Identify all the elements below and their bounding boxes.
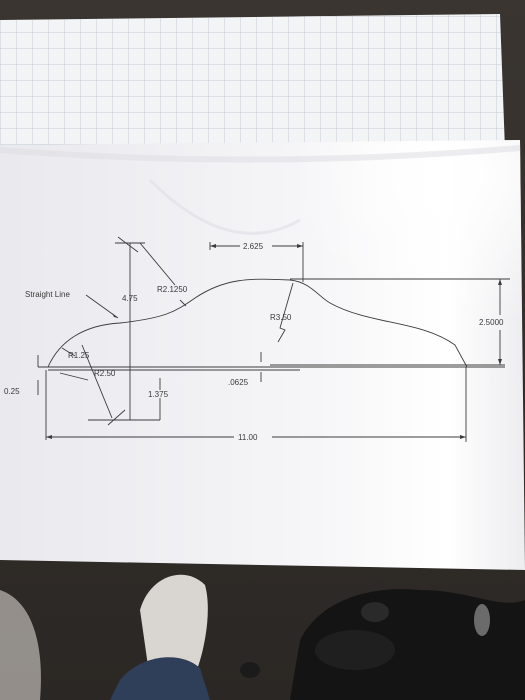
foreground-feet: [0, 574, 210, 700]
label-radius-front-inner: R2.50: [94, 369, 116, 378]
label-straight-line: Straight Line: [25, 290, 70, 299]
label-base-step: .0625: [228, 378, 249, 387]
label-inner-height: 1.375: [148, 390, 169, 399]
label-left-offset: 0.25: [4, 387, 20, 396]
label-right-height: 2.5000: [479, 318, 504, 327]
label-height-total: 4.75: [122, 294, 138, 303]
arrowheads: [46, 244, 502, 439]
label-top-width: 2.625: [243, 242, 264, 251]
label-radius-top: R2.1250: [157, 285, 188, 294]
technical-drawing: [37, 236, 510, 442]
label-radius-right: R3.50: [270, 313, 292, 322]
profile-outline: [47, 278, 468, 368]
foreground-bag: [240, 589, 525, 700]
label-overall-length: 11.00: [238, 433, 258, 442]
label-radius-front: R1.25: [68, 351, 90, 360]
grid-paper-sheet: [0, 14, 505, 150]
